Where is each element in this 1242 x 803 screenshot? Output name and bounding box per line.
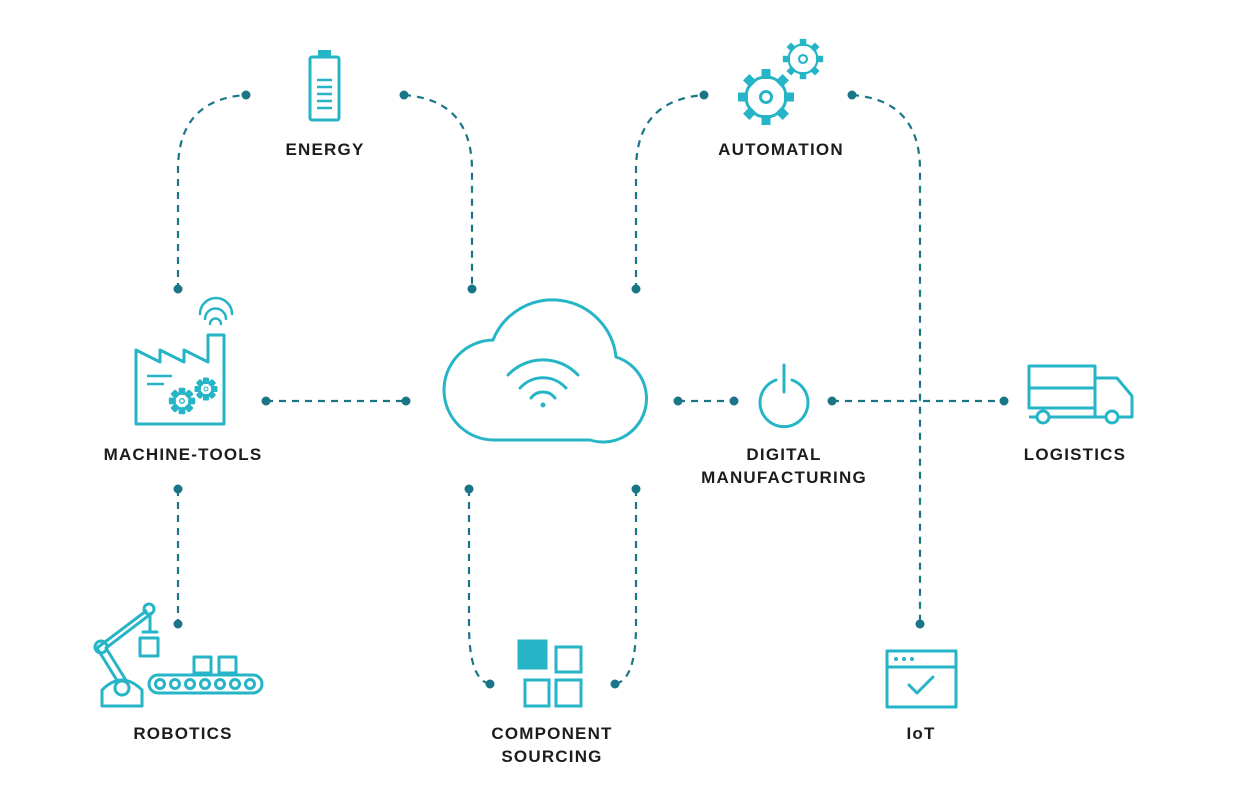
connector-cloud-to-component-sourcing-left (467, 489, 491, 686)
logistics-label-text: LOGISTICS (1023, 445, 1127, 464)
connector-dot (915, 619, 925, 629)
digital-manufacturing-label: DIGITAL MANUFACTURING (674, 443, 894, 489)
connector-automation-to-iot (851, 93, 922, 624)
connector-dot (464, 484, 474, 494)
connector-dot (173, 484, 183, 494)
connector-dots (173, 90, 1009, 689)
connector-dot (241, 90, 251, 100)
connector-dot (827, 396, 837, 406)
connector-dot (673, 396, 683, 406)
machine-tools-label-text: MACHINE-TOOLS (103, 445, 263, 464)
connector-machine-tools-to-energy (176, 93, 246, 290)
browser-check-icon (885, 649, 958, 709)
iot-label: IoT (871, 722, 971, 745)
digital-manufacturing-label-line2: MANUFACTURING (701, 468, 867, 487)
connector-dot (399, 90, 409, 100)
connector-dot (631, 284, 641, 294)
automation-label: AUTOMATION (681, 138, 881, 161)
iot-label-text: IoT (906, 724, 936, 743)
connector-dot (610, 679, 620, 689)
component-sourcing-label: COMPONENT SOURCING (462, 722, 642, 768)
robotics-label-text: ROBOTICS (133, 724, 233, 743)
component-sourcing-label-line2: SOURCING (501, 747, 603, 766)
automation-label-text: AUTOMATION (718, 140, 844, 159)
connector-dot (729, 396, 739, 406)
truck-icon (1027, 364, 1134, 425)
connector-dot (173, 619, 183, 629)
connector-dot (173, 284, 183, 294)
connector-dot (467, 284, 477, 294)
cloud-wifi-icon (442, 298, 648, 444)
connector-dot (631, 484, 641, 494)
connector-dot (485, 679, 495, 689)
battery-icon (308, 50, 341, 122)
machine-tools-label: MACHINE-TOOLS (73, 443, 293, 466)
component-sourcing-label-line1: COMPONENT (491, 724, 613, 743)
connector-dot (261, 396, 271, 406)
robotics-label: ROBOTICS (113, 722, 253, 745)
connector-cloud-to-automation (634, 93, 705, 290)
robot-arm-icon (93, 602, 264, 708)
power-icon (758, 363, 810, 429)
connector-dot (847, 90, 857, 100)
gears-icon (736, 37, 825, 127)
connector-dot (401, 396, 411, 406)
component-grid-icon (517, 639, 583, 708)
energy-label-text: ENERGY (285, 140, 365, 159)
connector-dot (699, 90, 709, 100)
energy-label: ENERGY (255, 138, 395, 161)
connector-dot (999, 396, 1009, 406)
factory-icon (134, 296, 234, 426)
connector-cloud-to-component-sourcing-right (614, 489, 638, 686)
logistics-label: LOGISTICS (1005, 443, 1145, 466)
connectors (176, 93, 1004, 686)
digital-manufacturing-label-line1: DIGITAL (746, 445, 822, 464)
connector-energy-to-cloud (403, 93, 474, 290)
